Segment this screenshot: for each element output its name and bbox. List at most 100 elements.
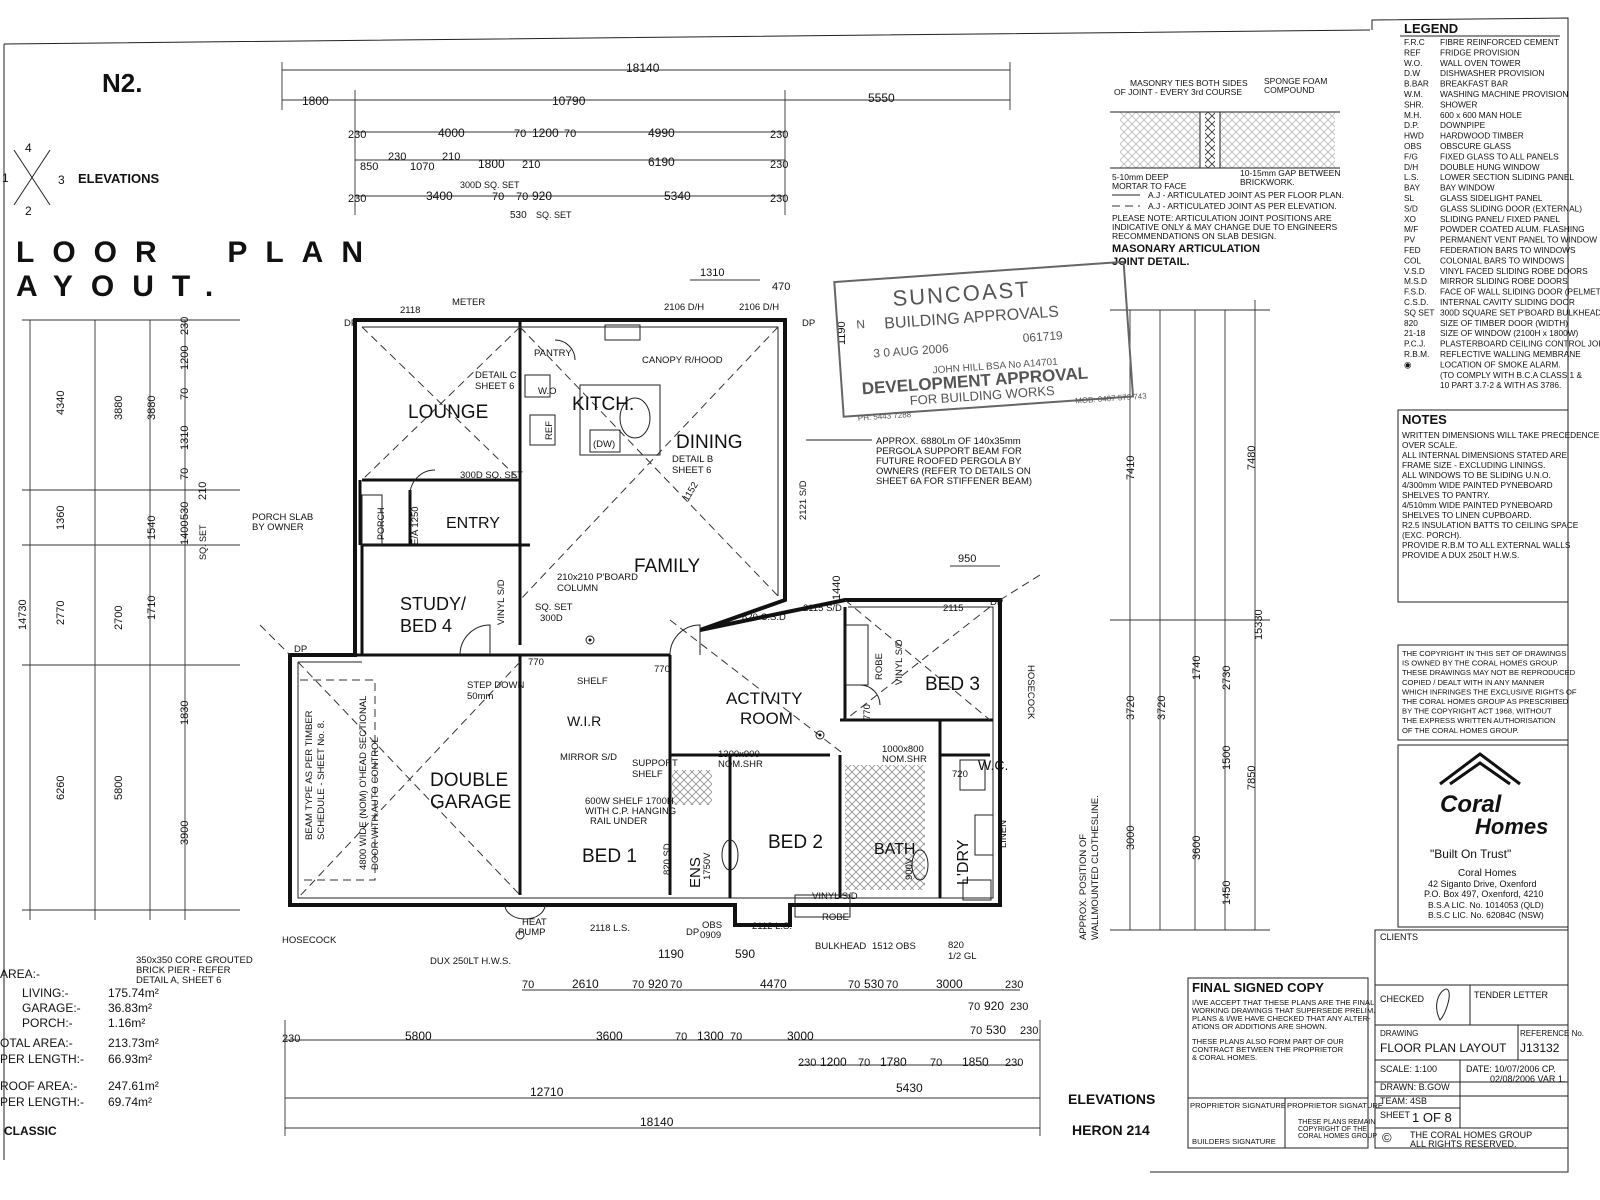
svg-text:LIVING:-: LIVING:- — [22, 986, 69, 1000]
svg-text:INDICATIVE ONLY & MAY CHANGE D: INDICATIVE ONLY & MAY CHANGE DUE TO ENGI… — [1112, 222, 1337, 232]
svg-text:A.J - ARTICULATED JOINT AS PER: A.J - ARTICULATED JOINT AS PER ELEVATION… — [1148, 201, 1337, 211]
legend-desc: BAY WINDOW — [1440, 183, 1495, 193]
top-dimensions: 18140 1800 10790 5550 230 4000 70 1200 7… — [281, 61, 1011, 221]
svg-text:02/08/2006 VAR 1.: 02/08/2006 VAR 1. — [1490, 1074, 1565, 1084]
svg-text:7850: 7850 — [1246, 766, 1258, 790]
legend-code: D.P. — [1404, 120, 1419, 130]
legend-desc: HARDWOOD TIMBER — [1440, 131, 1524, 141]
svg-text:7480: 7480 — [1246, 446, 1258, 470]
svg-text:METER: METER — [452, 297, 485, 308]
final-signed-copy: FINAL SIGNED COPY I/WE ACCEPT THAT THESE… — [1187, 977, 1383, 1149]
svg-text:2700: 2700 — [113, 606, 125, 630]
svg-text:5430: 5430 — [896, 1081, 923, 1095]
legend-desc: FRIDGE PROVISION — [1440, 47, 1520, 57]
svg-text:1/2 GL: 1/2 GL — [948, 951, 977, 962]
svg-text:10-15mm GAP BETWEEN: 10-15mm GAP BETWEEN — [1240, 168, 1340, 178]
svg-text:W.O: W.O — [538, 386, 556, 397]
svg-text:SCALE: 1:100: SCALE: 1:100 — [1380, 1064, 1437, 1074]
legend-desc: SIZE OF WINDOW (2100H x 1800W) — [1440, 328, 1579, 338]
svg-text:VINYL S/D: VINYL S/D — [496, 579, 507, 625]
note-line: SHELVES TO PANTRY. — [1402, 490, 1490, 500]
svg-text:DP: DP — [990, 597, 1003, 608]
svg-text:1850: 1850 — [962, 1055, 989, 1069]
svg-text:CHECKED: CHECKED — [1380, 994, 1425, 1004]
legend-code: PV — [1404, 235, 1416, 245]
svg-text:DETAIL B: DETAIL B — [672, 454, 713, 465]
svg-text:70: 70 — [730, 1031, 742, 1043]
svg-text:900V: 900V — [904, 857, 915, 880]
svg-text:PROPRIETOR SIGNATURE: PROPRIETOR SIGNATURE — [1190, 1101, 1286, 1110]
svg-text:BRICK PIER - REFER: BRICK PIER - REFER — [136, 965, 231, 976]
svg-text:70: 70 — [886, 979, 898, 991]
legend-desc: GLASS SIDELIGHT PANEL — [1440, 193, 1543, 203]
svg-text:1540: 1540 — [146, 516, 158, 540]
legend-code: BAY — [1404, 183, 1420, 193]
legend-code: S/D — [1404, 203, 1418, 213]
svg-text:1750V: 1750V — [702, 852, 713, 880]
svg-text:10790: 10790 — [552, 94, 586, 108]
svg-text:PERGOLA SUPPORT BEAM FOR: PERGOLA SUPPORT BEAM FOR — [876, 446, 1022, 457]
svg-text:Coral: Coral — [1440, 791, 1503, 818]
legend-code: OBS — [1404, 141, 1422, 151]
legend-code: 820 — [1404, 318, 1418, 328]
legend-desc: (TO COMPLY WITH B.C.A CLASS 1 & — [1440, 370, 1582, 380]
svg-text:DETAIL A, SHEET 6: DETAIL A, SHEET 6 — [136, 975, 221, 986]
copyright-line: COPIED / DEALT WITH IN ANY MANNER — [1402, 678, 1545, 687]
svg-text:14730: 14730 — [17, 599, 29, 630]
room-bed3: BED 3 — [925, 674, 980, 695]
legend-code: F/G — [1404, 151, 1418, 161]
svg-text:3880: 3880 — [146, 396, 158, 420]
svg-text:1200: 1200 — [532, 126, 559, 140]
svg-text:70: 70 — [848, 979, 860, 991]
svg-text:3900: 3900 — [179, 821, 191, 845]
svg-text:DRAWING: DRAWING — [1380, 1029, 1418, 1038]
svg-text:BRICKWORK.: BRICKWORK. — [1240, 177, 1295, 187]
sheet-label: N2. — [102, 68, 142, 98]
svg-text:RAIL UNDER: RAIL UNDER — [590, 816, 647, 827]
svg-text:1400: 1400 — [179, 521, 191, 545]
svg-text:J13132: J13132 — [1520, 1041, 1560, 1055]
legend-desc: FIXED GLASS TO ALL PANELS — [1440, 151, 1559, 161]
svg-text:SQ. SET: SQ. SET — [535, 602, 573, 613]
svg-text:CORAL HOMES GROUP: CORAL HOMES GROUP — [1298, 1133, 1377, 1140]
svg-text:ROBE: ROBE — [822, 912, 849, 923]
svg-text:1190: 1190 — [658, 947, 684, 961]
svg-text:1450: 1450 — [1221, 881, 1233, 905]
legend-desc: COLONIAL BARS TO WINDOWS — [1440, 255, 1565, 265]
legend-code: M.S.D — [1404, 276, 1427, 286]
svg-text:I/WE ACCEPT THAT THESE PLANS A: I/WE ACCEPT THAT THESE PLANS ARE THE FIN… — [1192, 998, 1374, 1007]
svg-text:5550: 5550 — [868, 91, 895, 105]
svg-text:1 OF 8: 1 OF 8 — [1412, 1110, 1452, 1125]
svg-text:DUX 250LT H.W.S.: DUX 250LT H.W.S. — [430, 956, 511, 967]
svg-text:THESE PLANS REMAIN: THESE PLANS REMAIN — [1298, 1119, 1375, 1126]
legend-code: COL — [1404, 255, 1421, 265]
svg-text:WALLMOUNTED CLOTHESLINE.: WALLMOUNTED CLOTHESLINE. — [1090, 795, 1101, 940]
legend-code: FED — [1404, 245, 1421, 255]
svg-text:70: 70 — [675, 1031, 687, 1043]
svg-text:NOTES: NOTES — [1402, 412, 1447, 427]
svg-text:PER LENGTH:-: PER LENGTH:- — [0, 1095, 84, 1109]
svg-text:70: 70 — [516, 191, 528, 203]
svg-text:OTAL AREA:-: OTAL AREA:- — [0, 1036, 73, 1050]
svg-text:70: 70 — [564, 128, 576, 140]
svg-text:1310: 1310 — [179, 426, 191, 450]
legend-code: 21-18 — [1404, 328, 1426, 338]
room-dining: DINING — [676, 432, 743, 453]
room-lounge: LOUNGE — [408, 402, 488, 423]
svg-text:230: 230 — [1005, 1057, 1023, 1069]
svg-text:1800: 1800 — [302, 94, 329, 108]
svg-text:7410: 7410 — [1125, 456, 1137, 480]
copyright-line: OF THE CORAL HOMES GROUP. — [1402, 726, 1519, 735]
svg-text:1310: 1310 — [700, 267, 724, 279]
legend-desc: FIBRE REINFORCED CEMENT — [1440, 37, 1559, 47]
svg-text:230: 230 — [770, 159, 788, 171]
svg-text:850: 850 — [360, 161, 378, 173]
copyright-block: THE COPYRIGHT IN THIS SET OF DRAWINGSIS … — [1397, 644, 1577, 741]
svg-text:950: 950 — [958, 553, 976, 565]
svg-text:FUTURE ROOFED PERGOLA BY: FUTURE ROOFED PERGOLA BY — [876, 456, 1022, 467]
svg-text:WITH C.P. HANGING: WITH C.P. HANGING — [585, 806, 676, 817]
svg-text:230: 230 — [770, 193, 788, 205]
svg-text:350x350 CORE GROUTED: 350x350 CORE GROUTED — [136, 955, 253, 966]
note-line: PROVIDE A DUX 250LT H.W.S. — [1402, 550, 1519, 560]
